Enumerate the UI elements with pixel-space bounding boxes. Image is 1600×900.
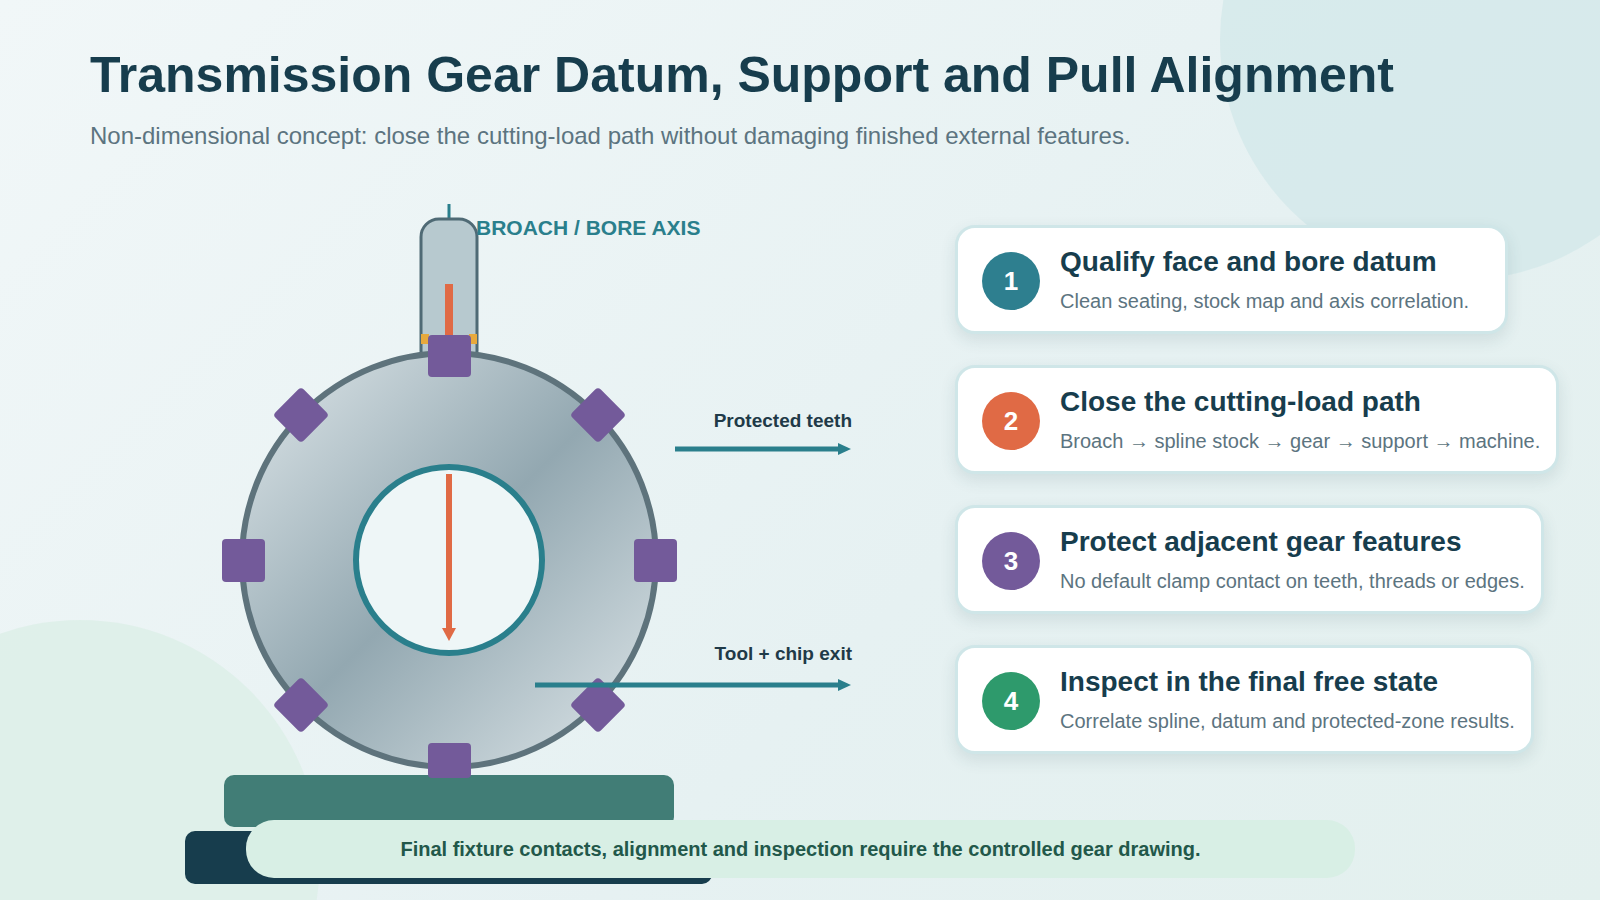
step-number-text: 4	[1004, 686, 1018, 717]
step-number: 2	[982, 392, 1040, 450]
callout-arrow	[675, 447, 840, 452]
step-body: Clean seating, stock map and axis correl…	[1060, 290, 1469, 313]
step-card: Protect adjacent gear features No default…	[955, 505, 1544, 614]
step-heading: Protect adjacent gear features	[1060, 526, 1462, 558]
bore	[356, 467, 542, 653]
step-heading: Close the cutting-load path	[1060, 386, 1421, 418]
step-heading: Qualify face and bore datum	[1060, 246, 1437, 278]
footer-band: Final fixture contacts, alignment and in…	[246, 820, 1355, 878]
step-number: 1	[982, 252, 1040, 310]
support-pads	[222, 335, 677, 778]
title: Transmission Gear Datum, Support and Pul…	[90, 46, 1394, 104]
step-number-text: 2	[1004, 406, 1018, 437]
step-body: Correlate spline, datum and protected-zo…	[1060, 710, 1515, 733]
step-card: Inspect in the final free stateCorrelate…	[955, 645, 1534, 754]
step-number-text: 1	[1004, 266, 1018, 297]
step-number: 4	[982, 672, 1040, 730]
step-heading: Inspect in the final free state	[1060, 666, 1438, 698]
callout-label: Tool + chip exit	[715, 643, 852, 665]
callout-label: BROACH / BORE AXIS	[476, 216, 700, 240]
callout-arrow	[535, 683, 840, 688]
step-body: Broach → spline stock → gear → support →…	[1060, 430, 1540, 453]
step-number-text: 3	[1004, 546, 1018, 577]
step-card: Close the cutting-load pathBroach → spli…	[955, 365, 1559, 474]
step-card: Qualify face and bore datumClean seating…	[955, 225, 1508, 334]
callout-label: Protected teeth	[714, 410, 852, 432]
step-body: No default clamp contact on teeth, threa…	[1060, 570, 1525, 593]
subtitle: Non-dimensional concept: close the cutti…	[90, 122, 1131, 150]
footer-note: Final fixture contacts, alignment and in…	[400, 838, 1200, 861]
gear-body	[242, 353, 656, 767]
step-number: 3	[982, 532, 1040, 590]
